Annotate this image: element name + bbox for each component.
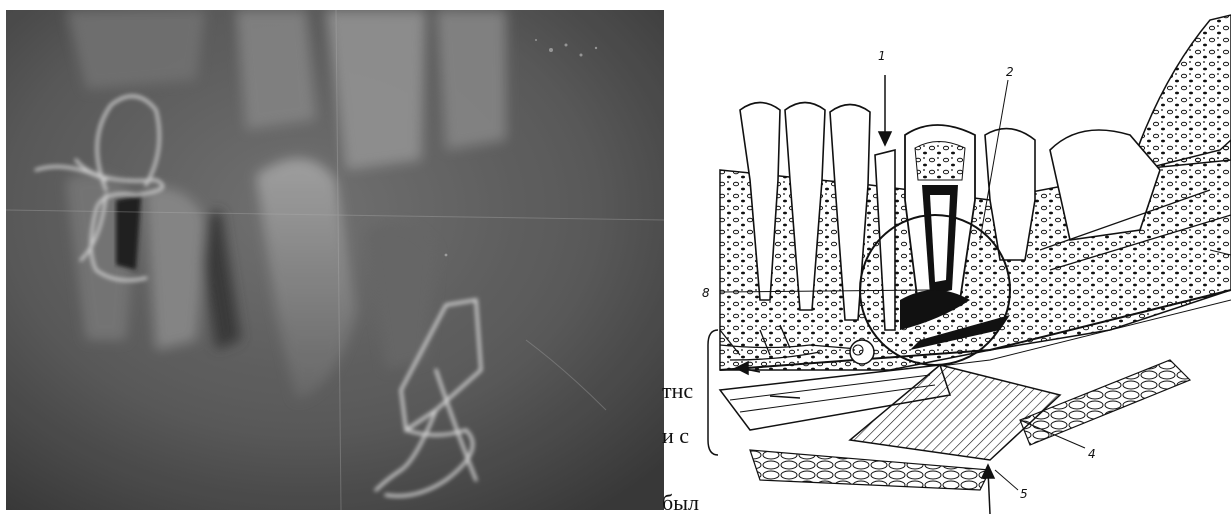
callout-5: 5 xyxy=(1020,487,1028,501)
callout-4: 4 xyxy=(1088,447,1096,461)
callout-2: 2 xyxy=(1006,65,1014,79)
callout-8: 8 xyxy=(702,286,710,300)
dental-xray-image xyxy=(6,10,664,510)
jaw-diagram: 1 2 8 4 5 xyxy=(690,0,1231,514)
jaw-cross-section-icon: 1 2 8 4 5 xyxy=(690,0,1231,514)
callout-1: 1 xyxy=(878,49,886,63)
xray-photo-icon xyxy=(6,10,664,510)
